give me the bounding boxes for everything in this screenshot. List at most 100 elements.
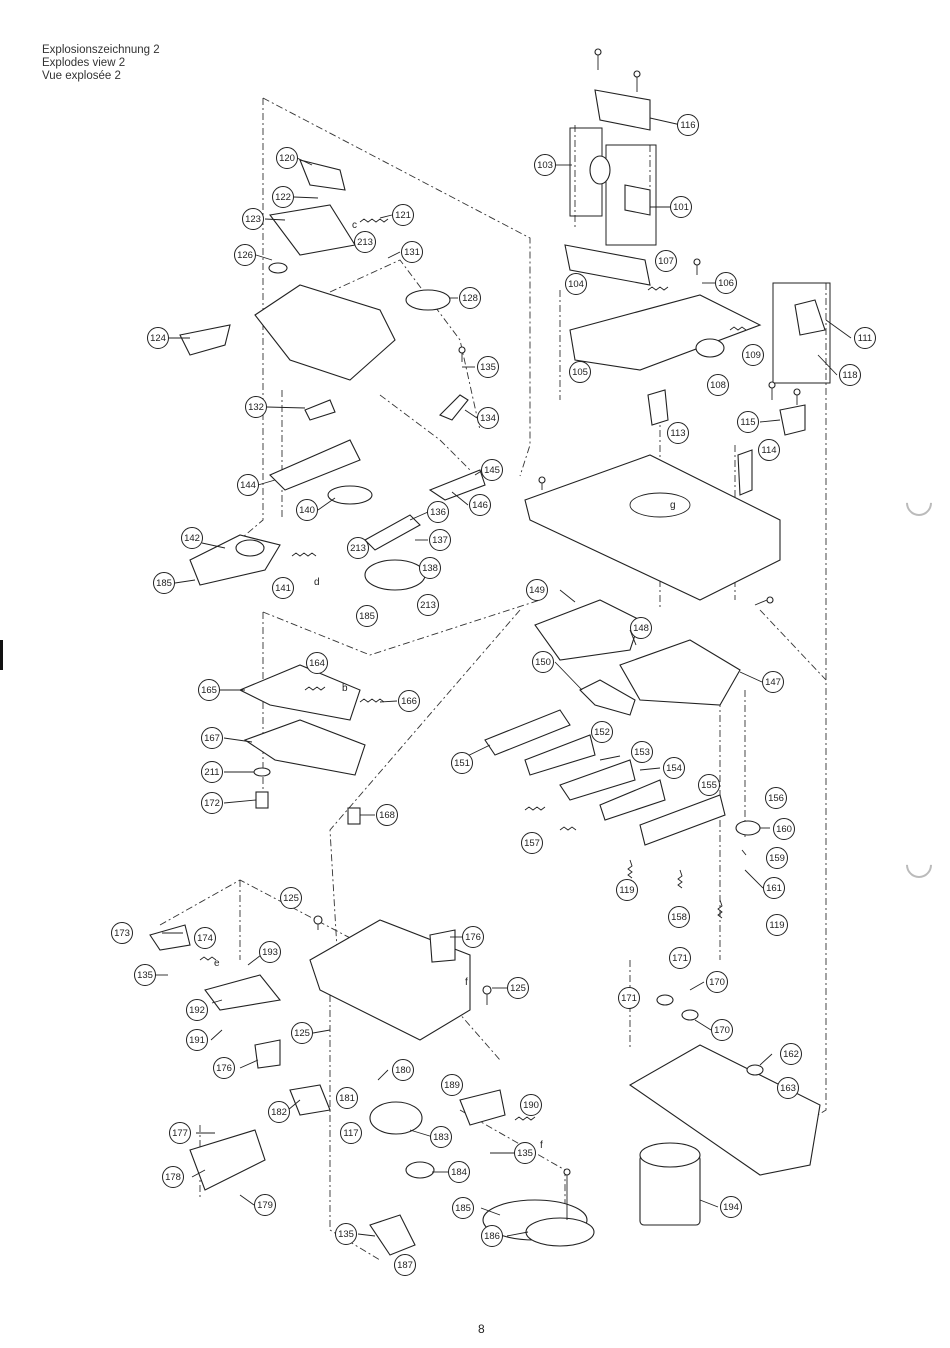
callout-label: 179 (257, 1200, 273, 1211)
callout-184: 184 (448, 1161, 470, 1183)
callout-circle (419, 557, 441, 579)
screw (458, 346, 466, 362)
callout-121: 121 (392, 204, 414, 226)
title-english: Explodes view 2 (42, 57, 126, 69)
lever-182 (289, 1084, 331, 1116)
callout-140: 140 (296, 499, 318, 521)
callout-label: 145 (484, 465, 500, 476)
callout-label: 176 (216, 1063, 232, 1074)
bracket-116 (594, 89, 651, 131)
disc-140 (327, 485, 373, 505)
callout-circle (392, 1059, 414, 1081)
callout-circle (340, 1122, 362, 1144)
screw (594, 48, 602, 70)
callout-circle (777, 1077, 799, 1099)
gear-128 (405, 289, 451, 311)
callout-label: 165 (201, 685, 217, 696)
callout-193: 193 (259, 941, 281, 963)
callout-179: 179 (254, 1194, 276, 1216)
lever-123 (269, 204, 356, 256)
callout-label: 181 (339, 1093, 355, 1104)
letter-c: c (352, 220, 357, 231)
part-162 (746, 1064, 764, 1076)
callout-circle (507, 977, 529, 999)
callout-128: 128 (459, 287, 481, 309)
callout-label: 122 (275, 192, 291, 203)
callout-label: 132 (248, 402, 264, 413)
callout-label: 119 (619, 885, 634, 896)
callout-134: 134 (477, 407, 499, 429)
callout-circle (398, 690, 420, 712)
callout-label: 128 (462, 293, 478, 304)
washer-211 (253, 767, 271, 777)
callout-circle (335, 1223, 357, 1245)
callout-circle (392, 204, 414, 226)
lever-192 (204, 974, 282, 1011)
callout-circle (259, 941, 281, 963)
callout-label: 101 (673, 202, 689, 213)
button-153 (559, 759, 636, 801)
callout-circle (201, 792, 223, 814)
callout-119: 119 (766, 914, 788, 936)
callout-125: 125 (280, 887, 302, 909)
callout-label: 137 (432, 535, 448, 546)
springs (199, 218, 747, 1121)
lever-187 (369, 1214, 416, 1256)
callout-label: 134 (480, 413, 496, 424)
callout-circle (839, 364, 861, 386)
callout-circle (429, 529, 451, 551)
page-number: 8 (478, 1322, 485, 1336)
screws (313, 48, 801, 1220)
callout-label: 154 (666, 763, 682, 774)
lever-114 (737, 449, 753, 496)
spring-157-b (559, 826, 577, 831)
slide-167 (243, 719, 366, 776)
callout-label: 136 (430, 507, 446, 518)
callout-108: 108 (707, 374, 729, 396)
callout-label: 118 (842, 370, 857, 381)
callout-circle (213, 1057, 235, 1079)
switch-176-left (254, 1039, 281, 1069)
callout-label: 189 (444, 1080, 460, 1091)
callout-circle (663, 757, 685, 779)
spring-158 (677, 869, 683, 889)
switch-111 (794, 299, 826, 336)
callout-label: 141 (275, 583, 291, 594)
brake-178 (189, 1129, 266, 1191)
callout-circle (147, 327, 169, 349)
callout-circle (186, 1029, 208, 1051)
callout-113: 113 (667, 422, 689, 444)
callout-circle (186, 999, 208, 1021)
pin-172 (255, 791, 269, 809)
callout-circle (254, 1194, 276, 1216)
callout-label: 168 (379, 810, 395, 821)
spring-174 (199, 956, 217, 961)
callout-label: 164 (309, 658, 325, 669)
callout-189: 189 (441, 1074, 463, 1096)
callout-178: 178 (162, 1166, 184, 1188)
damper-170-a (681, 1009, 699, 1021)
callout-label: 104 (568, 279, 584, 290)
callout-168: 168 (376, 804, 398, 826)
callout-circle (534, 154, 556, 176)
letter-e: e (214, 958, 220, 969)
callout-label: 144 (240, 480, 256, 491)
callout-label: 211 (204, 767, 219, 778)
callout-124: 124 (147, 327, 169, 349)
callout-170: 170 (706, 971, 728, 993)
callout-144: 144 (237, 474, 259, 496)
callout-circle (737, 411, 759, 433)
solenoid-103 (589, 155, 611, 185)
callout-circle (526, 579, 548, 601)
callout-label: 109 (745, 350, 761, 361)
callout-circle (201, 727, 223, 749)
callout-circle (569, 361, 591, 383)
callout-107: 107 (655, 250, 677, 272)
callout-label: 108 (710, 380, 726, 391)
callout-label: 213 (350, 543, 366, 554)
callout-label: 106 (718, 278, 734, 289)
callout-label: 125 (510, 983, 526, 994)
screw (633, 70, 641, 92)
callout-circle (715, 272, 737, 294)
